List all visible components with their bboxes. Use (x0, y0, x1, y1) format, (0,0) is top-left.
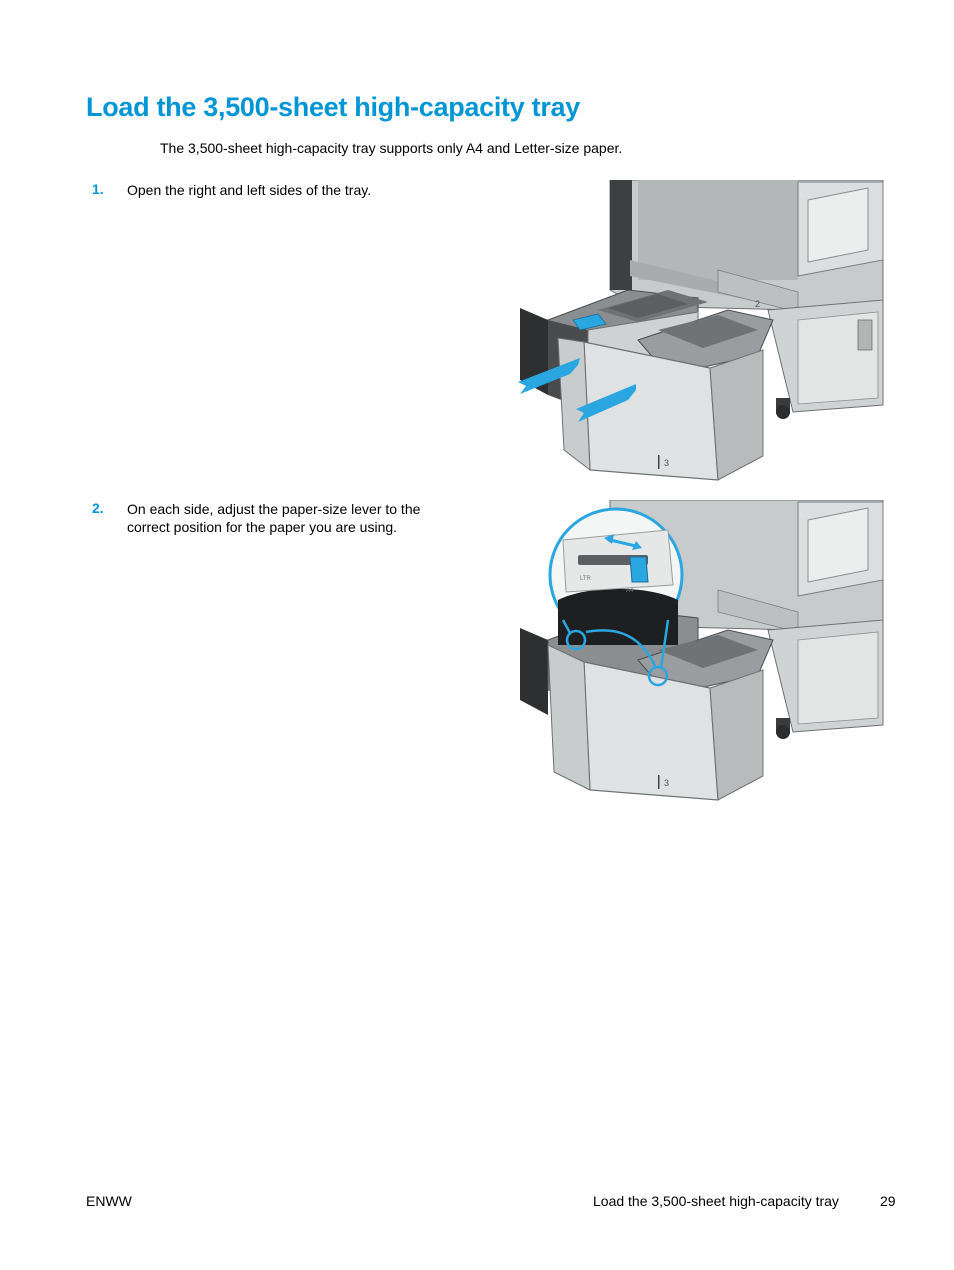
callout-a4-label: A4 (626, 588, 634, 594)
tray-3-label: 3 (664, 458, 669, 468)
footer-section: Load the 3,500-sheet high-capacity tray (593, 1193, 839, 1209)
footer-left: ENWW (86, 1193, 132, 1209)
double-arrow-icon (604, 534, 614, 544)
page-title: Load the 3,500-sheet high-capacity tray (86, 92, 580, 122)
tray-2-label: 2 (755, 299, 760, 309)
paper-size-lever-icon (629, 556, 649, 583)
step-1-text: Open the right and left sides of the tra… (127, 182, 372, 198)
callout-ltr-label: LTR (580, 576, 592, 582)
step-2-text: On each side, adjust the paper-size leve… (127, 501, 421, 535)
figure-adjust-lever: LTR A4 3 (520, 500, 884, 801)
tray-3-label-2: 3 (664, 778, 669, 788)
page-number: 29 (880, 1193, 896, 1209)
figure-open-tray: 2 3 (518, 180, 884, 481)
intro-text: The 3,500-sheet high-capacity tray suppo… (160, 140, 623, 156)
pull-left-arrow-icon (518, 358, 580, 394)
step-1-number: 1. (92, 181, 104, 197)
step-2-number: 2. (92, 500, 104, 516)
pull-right-arrow-icon (576, 384, 636, 422)
